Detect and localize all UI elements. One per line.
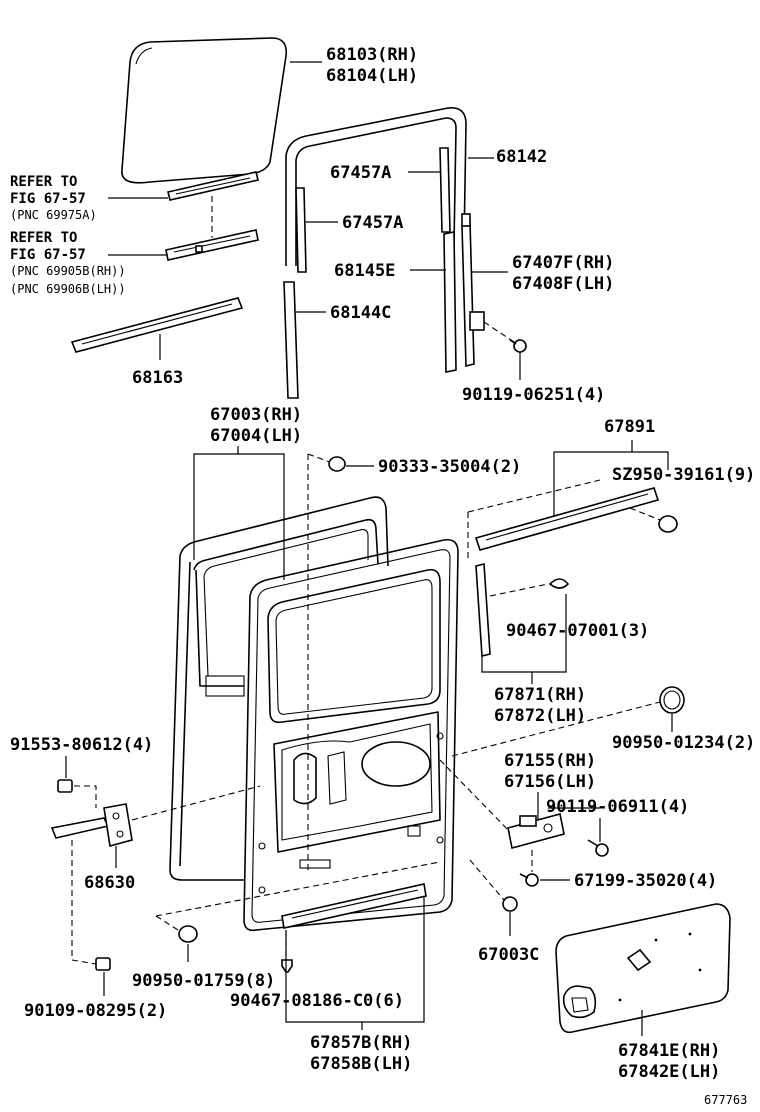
label-ws2-lh: 67872(LH) [494, 706, 586, 726]
plug-90333-35004 [328, 456, 346, 472]
label-panel-lh: 67004(LH) [210, 426, 302, 446]
plug-67003c [502, 896, 518, 912]
dash-hinge [439, 759, 511, 833]
door-check-68630 [50, 803, 133, 848]
label-ch2: 67457A [342, 213, 403, 233]
clip-90467-07001 [548, 578, 570, 589]
ref2-line4: (PNC 69906B(LH)) [10, 282, 126, 296]
door-glass [121, 37, 288, 184]
leader-ws2 [481, 594, 567, 673]
bolt-90119-06911 [587, 839, 609, 857]
bolt-91553-80612 [57, 779, 73, 793]
label-bolt3: 90119-06911(4) [546, 797, 689, 817]
hole-plug-90950-01234 [659, 686, 685, 714]
diagram-id: 677763 [704, 1093, 747, 1107]
label-hinge-rh: 67155(RH) [504, 751, 596, 771]
label-hinge-lh: 67156(LH) [504, 772, 596, 792]
bolt-90109-08295 [95, 957, 111, 971]
leader-ws [553, 451, 669, 520]
label-run: 68142 [496, 147, 547, 167]
ref2-line1: REFER TO [10, 230, 77, 246]
label-plug1: 90333-35004(2) [378, 457, 521, 477]
dash-check [131, 785, 261, 821]
label-ws: 67891 [604, 417, 655, 437]
label-glass-lh: 68104(LH) [326, 66, 418, 86]
label-check: 68630 [84, 873, 135, 893]
ref1-line1: REFER TO [10, 174, 77, 190]
dash-bolt5-h [71, 959, 97, 965]
clip-90467-08186 [281, 959, 293, 973]
bolt-90119-06251 [509, 339, 527, 353]
outer-belt-strip [167, 171, 259, 201]
bolt-67199-35020 [519, 873, 539, 887]
dash-plug1 [307, 453, 331, 463]
ref2-line2: FIG 67-57 [10, 247, 86, 263]
ref2-line3: (PNC 69905B(RH)) [10, 264, 126, 278]
label-trim-lh: 67842E(LH) [618, 1062, 720, 1082]
ref1-line3: (PNC 69975A) [10, 208, 97, 222]
label-belt: 68163 [132, 368, 183, 388]
clip-sz950 [658, 515, 678, 533]
dash-bolt2 [74, 785, 97, 808]
label-div-f-rh: 67407F(RH) [512, 253, 614, 273]
dash-plug2-long [155, 861, 441, 917]
label-bolt5: 90109-08295(2) [24, 1001, 167, 1021]
division-bar-68145e [443, 231, 457, 373]
plug-90950-01759 [178, 925, 198, 943]
label-hole-plug: 90950-01234(2) [612, 733, 755, 753]
label-clip1: 90467-07001(3) [506, 621, 649, 641]
dash-plug2 [155, 915, 179, 931]
label-div-f-lh: 67408F(LH) [512, 274, 614, 294]
dash-plug-c [469, 859, 505, 901]
label-bolt2: 91553-80612(4) [10, 735, 153, 755]
leader-sill [285, 896, 425, 1023]
label-ch1: 67457A [330, 163, 391, 183]
channel-67457a-left [295, 187, 307, 273]
division-bar-68144c [283, 281, 299, 399]
label-ws2-rh: 67871(RH) [494, 685, 586, 705]
scuff-plate-67857b [281, 883, 427, 929]
inner-door-panel [243, 538, 459, 932]
label-sill-lh: 67858B(LH) [310, 1054, 412, 1074]
dash-clip1 [489, 583, 549, 597]
dash-hole-plug [451, 701, 661, 757]
trim-board-67841e [555, 903, 731, 1034]
glass-run-68142 [285, 107, 467, 266]
channel-67457a-right [439, 147, 451, 233]
label-bolt1: 90119-06251(4) [462, 385, 605, 405]
label-clip2: 90467-08186-C0(6) [230, 991, 404, 1011]
weatherstrip-67871 [475, 562, 491, 658]
inner-belt-strip [165, 229, 259, 261]
dash-bolt1 [483, 321, 515, 343]
label-panel-rh: 67003(RH) [210, 405, 302, 425]
label-sz: SZ950-39161(9) [612, 465, 755, 485]
lock-bracket-67155 [507, 813, 565, 849]
label-plug2: 90950-01759(8) [132, 971, 275, 991]
dash-ws [467, 479, 601, 513]
dash-sz [629, 507, 661, 521]
label-plug-c: 67003C [478, 945, 539, 965]
label-glass-rh: 68103(RH) [326, 45, 418, 65]
belt-moulding-68163 [70, 297, 244, 353]
label-trim-rh: 67841E(RH) [618, 1041, 720, 1061]
ref1-line2: FIG 67-57 [10, 191, 86, 207]
weatherstrip-67891 [474, 487, 660, 551]
label-sill-rh: 67857B(RH) [310, 1033, 412, 1053]
label-div-c: 68144C [330, 303, 391, 323]
label-bolt4: 67199-35020(4) [574, 871, 717, 891]
leader-panel [193, 453, 285, 580]
division-bar-67407f [461, 213, 485, 368]
outer-door-panel [169, 496, 389, 881]
label-div-e: 68145E [334, 261, 395, 281]
